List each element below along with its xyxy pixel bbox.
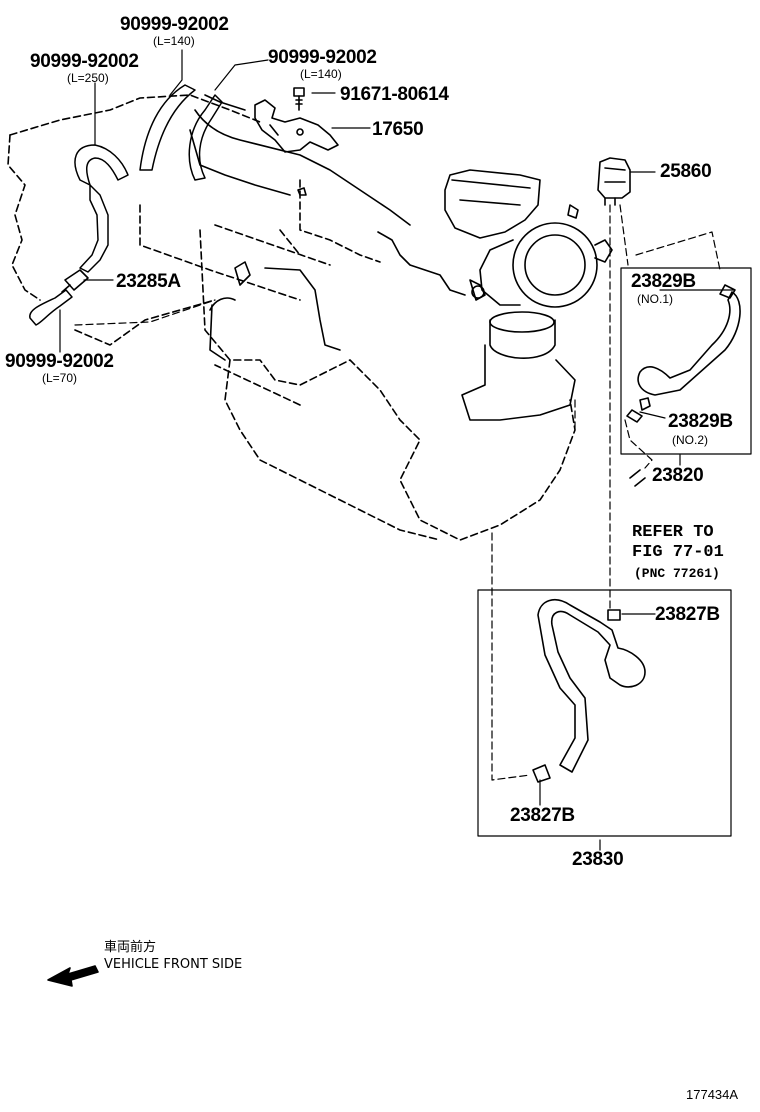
vsv-bracket [254, 99, 339, 153]
assembly-box-23830 [477, 589, 732, 837]
direction-japanese: 車両前方 [104, 940, 157, 955]
label-hose-sub-b: 23830 [572, 849, 624, 870]
hose-23830 [532, 599, 646, 783]
bolt [293, 87, 305, 111]
assembly-box-23820 [620, 267, 752, 455]
label-hose-bottom-length: (L=70) [42, 371, 78, 385]
label-hose-sub-a: 23820 [652, 465, 704, 486]
engine-block-outline [7, 94, 576, 541]
label-bolt: 91671-80614 [340, 84, 449, 105]
refer-line-3: (PNC 77261) [634, 566, 720, 581]
label-bracket: 17650 [372, 119, 424, 140]
vacuum-hoses [29, 84, 223, 326]
fuel-vapor-filter [61, 269, 89, 293]
label-hose-bottom: 90999-92002 [5, 351, 114, 372]
label-clamp-no2-sub: (NO.2) [672, 433, 708, 447]
engine-details [189, 94, 466, 361]
label-clamp-no1-sub: (NO.1) [637, 292, 673, 306]
throttle-body [444, 169, 613, 421]
figure-id: 177434A [686, 1087, 739, 1102]
hose-23820 [626, 284, 741, 487]
direction-english: VEHICLE FRONT SIDE [104, 957, 243, 972]
label-clamp-no2: 23829B [668, 411, 733, 432]
label-hose-left: 90999-92002 [30, 51, 139, 72]
label-hose-right: 90999-92002 [268, 47, 377, 68]
refer-line-1: REFER TO [632, 523, 714, 542]
connection-lines [74, 204, 721, 781]
refer-line-2: FIG 77-01 [632, 543, 724, 562]
front-direction-arrow [47, 965, 99, 987]
label-hose-right-length: (L=140) [300, 67, 342, 81]
label-clamp-no1: 23829B [631, 271, 696, 292]
label-clamp-lower: 23827B [510, 805, 575, 826]
purge-valve [597, 157, 631, 206]
label-hose-top: 90999-92002 [120, 14, 229, 35]
label-hose-left-length: (L=250) [67, 71, 109, 85]
label-hose-top-length: (L=140) [153, 34, 195, 48]
label-clamp-upper: 23827B [655, 604, 720, 625]
label-valve: 25860 [660, 161, 712, 182]
label-filter: 23285A [116, 271, 181, 292]
leader-lines [59, 49, 736, 851]
